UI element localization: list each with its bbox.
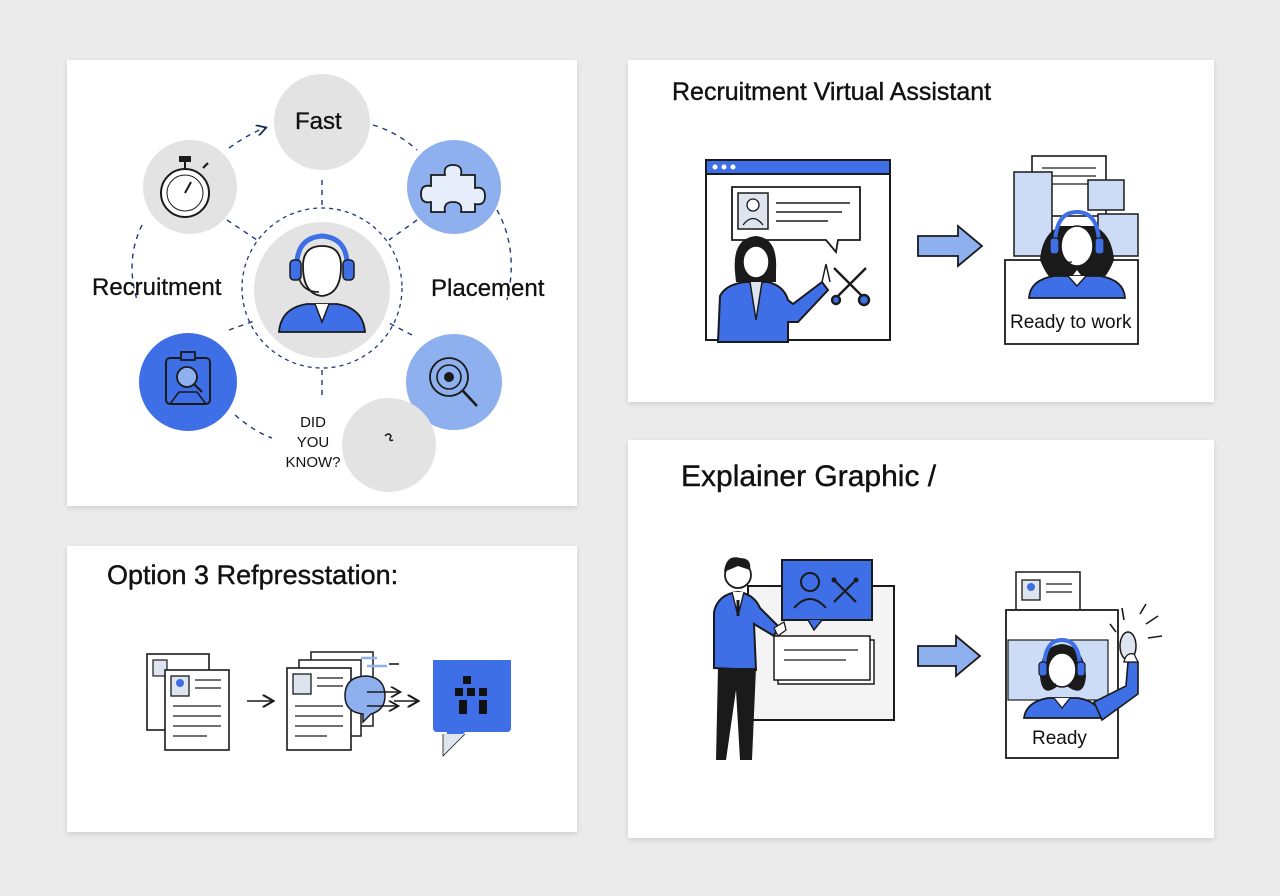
headset-agent-icon [1022, 603, 1163, 722]
puzzle-icon [407, 140, 501, 234]
placement-label: Placement [431, 275, 545, 302]
profile-board-icon [747, 559, 895, 721]
chat-grid-icon [433, 660, 511, 757]
ready-label: Ready [1032, 728, 1087, 749]
panel-title: Recruitment Virtual Assistant [672, 78, 992, 106]
did-you-know-line-3: KNOW? [285, 454, 341, 471]
presenter-icon [713, 557, 787, 760]
headset-agent-icon [1028, 209, 1126, 299]
virtual-assistant-panel: Recruitment Virtual Assistant Ready to w… [628, 60, 1214, 402]
headset-agent-icon [254, 222, 390, 358]
ready-to-work-label: Ready to work [1010, 312, 1132, 333]
did-you-know-line-1: DID [300, 414, 326, 431]
arrow-icon [917, 634, 982, 678]
swirl-mark [384, 433, 394, 442]
cycle-diagram-graphic [131, 74, 512, 492]
resume-stack-icon [146, 653, 230, 751]
target-icon [406, 334, 502, 430]
arrow-icon [917, 224, 984, 268]
processing-documents-icon [286, 651, 399, 751]
option-3-panel: Option 3 Refpresstation: [67, 546, 577, 832]
option-3-graphic [146, 651, 511, 757]
explainer-graphic [713, 557, 1163, 760]
stopwatch-icon [143, 140, 237, 234]
did-you-know-label: DID YOU KNOW? [275, 413, 351, 473]
explainer-graphic-panel: Explainer Graphic / Ready [628, 440, 1214, 838]
presenter-woman-icon [716, 236, 831, 343]
virtual-assistant-graphic [705, 155, 1139, 345]
panel-title: Explainer Graphic / [681, 460, 937, 493]
fast-node [274, 74, 370, 170]
cycle-diagram-panel: Fast Recruitment Placement DID YOU KNOW? [67, 60, 577, 506]
profile-card-icon [731, 186, 861, 255]
panel-title: Option 3 Refpresstation: [107, 560, 399, 590]
did-you-know-line-2: YOU [296, 434, 330, 451]
tools-icon [830, 267, 871, 307]
did-you-know-node [342, 398, 436, 492]
id-badge-icon [139, 333, 237, 431]
inner-ring [241, 207, 403, 369]
recruitment-label: Recruitment [92, 274, 222, 301]
fast-label: Fast [295, 108, 342, 135]
